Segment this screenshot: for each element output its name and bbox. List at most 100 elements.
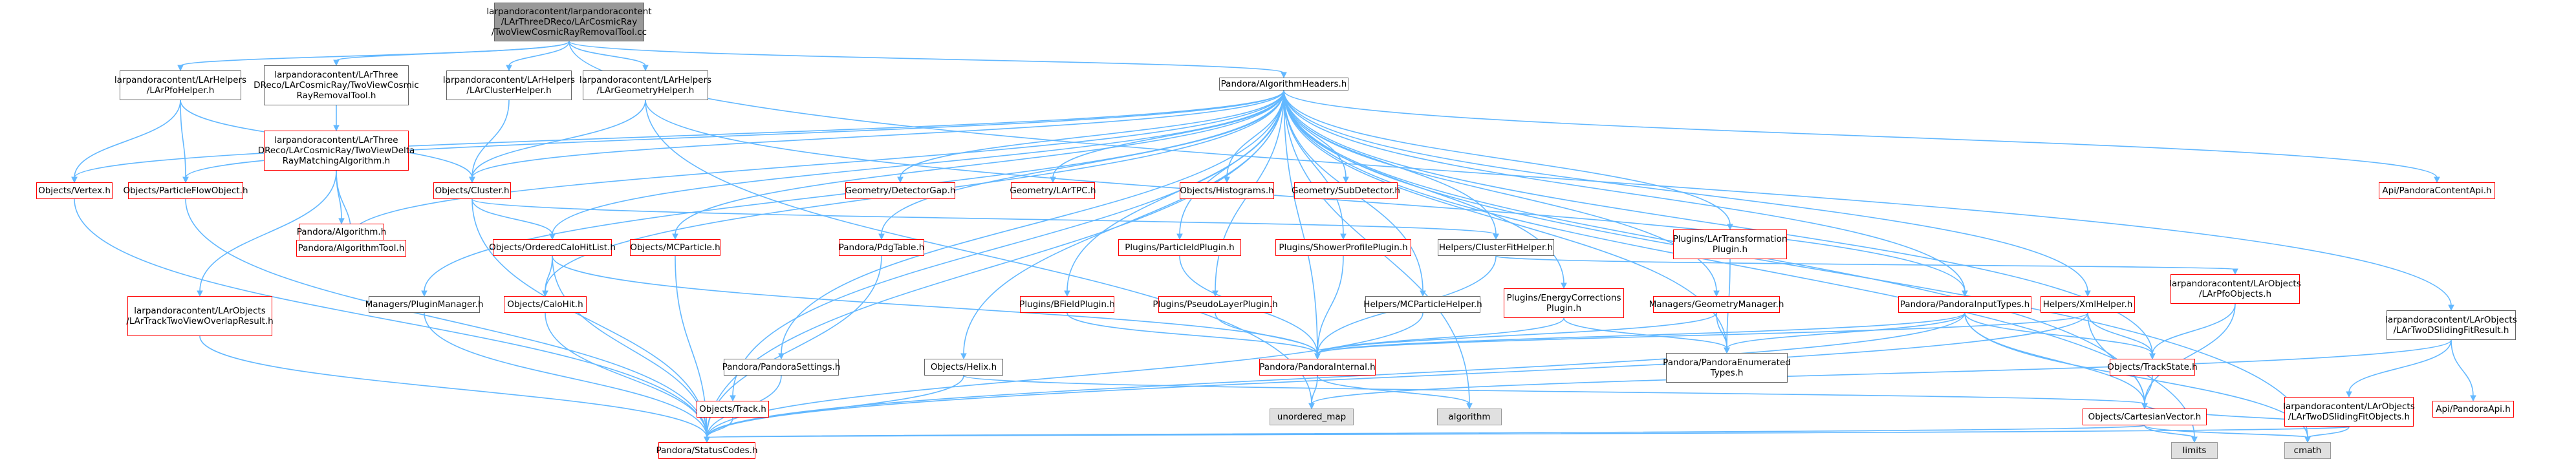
graph-node-sub-det[interactable]: Geometry/SubDetector.h <box>1292 182 1400 199</box>
edge-arrowhead <box>704 436 710 443</box>
graph-node-energy-corr[interactable]: Plugins/EnergyCorrections Plugin.h <box>1504 288 1624 318</box>
graph-node-pfo-flow[interactable]: Objects/ParticleFlowObject.h <box>123 182 248 199</box>
node-label: unordered_map <box>1277 412 1347 422</box>
graph-node-calo-hit[interactable]: Objects/CaloHit.h <box>504 296 587 313</box>
edge-algHeaders-to-pdgTable <box>881 90 1284 235</box>
graph-node-cartesian[interactable]: Objects/CartesianVector.h <box>2083 409 2207 425</box>
edge-pandoraInternal-to-unorderedMap <box>1311 375 1318 405</box>
edge-arrowhead <box>960 353 967 360</box>
graph-node-shower-profile[interactable]: Plugins/ShowerProfilePlugin.h <box>1275 239 1411 256</box>
node-label: Objects/CaloHit.h <box>507 299 583 310</box>
graph-node-pandora-settings[interactable]: Pandora/PandoraSettings.h <box>722 359 840 376</box>
graph-node-cluster-helper[interactable]: larpandoracontent/LArHelpers /LArCluster… <box>442 70 576 100</box>
node-label: larpandoracontent/LArHelpers /LArGeometr… <box>579 75 712 96</box>
edge-arrowhead <box>2084 290 2091 297</box>
node-label: Objects/TrackState.h <box>2107 362 2198 372</box>
graph-node-api-content[interactable]: Api/PandoraContentApi.h <box>2379 182 2495 199</box>
graph-node-enum-types[interactable]: Pandora/PandoraEnumerated Types.h <box>1663 353 1791 383</box>
graph-node-ordered-calo[interactable]: Objects/OrderedCaloHitList.h <box>489 239 616 256</box>
graph-node-mc-particle-helper[interactable]: Helpers/MCParticleHelper.h <box>1363 296 1482 313</box>
edge-arrowhead <box>2448 304 2454 312</box>
edge-algHeaders-to-algTool <box>351 90 1284 236</box>
edge-arrowhead <box>1314 353 1321 360</box>
node-label: larpandoracontent/LArThree DReco/LArCosm… <box>257 135 415 166</box>
graph-node-unordered-map[interactable]: unordered_map <box>1270 409 1354 425</box>
node-label: Objects/OrderedCaloHitList.h <box>489 242 616 253</box>
edge-algHeaders-to-inputTypes <box>1283 90 1965 292</box>
node-label: Api/PandoraApi.h <box>2436 404 2511 414</box>
graph-node-algorithm-std[interactable]: algorithm <box>1437 409 1502 425</box>
graph-node-pandora-api[interactable]: Api/PandoraApi.h <box>2432 401 2514 418</box>
node-label: larpandoracontent/LArObjects /LArTwoDSli… <box>2385 315 2517 335</box>
edge-algHeaders-to-vertex <box>74 90 1284 178</box>
graph-node-mc-particle[interactable]: Objects/MCParticle.h <box>630 239 720 256</box>
edge-trackTwoView-to-statusCodes <box>199 335 708 438</box>
graph-node-det-gap[interactable]: Geometry/DetectorGap.h <box>845 182 955 199</box>
graph-node-cmath[interactable]: cmath <box>2284 442 2331 459</box>
graph-node-alg-tool[interactable]: Pandora/AlgorithmTool.h <box>296 240 406 257</box>
graph-node-cluster-fit-helper[interactable]: Helpers/ClusterFitHelper.h <box>1438 239 1554 256</box>
edge-clusterFitHelper-to-larPfoObjects <box>1495 255 2236 270</box>
edge-arrowhead <box>182 176 189 184</box>
edge-arrowhead <box>1466 403 1473 410</box>
graph-node-input-types[interactable]: Pandora/PandoraInputTypes.h <box>1898 296 2031 313</box>
node-label: Pandora/Algorithm.h <box>296 227 387 237</box>
graph-node-helix[interactable]: Objects/Helix.h <box>924 359 1003 376</box>
graph-node-track-two-view[interactable]: larpandoracontent/LArObjects /LArTrackTw… <box>126 296 274 336</box>
edge-twoDSlidingFitObjects-to-statusCodes <box>706 426 2350 438</box>
edge-algHeaders-to-limits <box>1283 90 2195 438</box>
graph-node-two-d-sliding-res[interactable]: larpandoracontent/LArObjects /LArTwoDSli… <box>2385 310 2517 340</box>
graph-node-lartpc[interactable]: Geometry/LArTPC.h <box>1010 182 1096 199</box>
edge-arrowhead <box>897 176 904 184</box>
edge-arrowhead <box>878 233 885 240</box>
graph-node-root[interactable]: larpandoracontent/larpandoracontent /LAr… <box>486 3 652 41</box>
graph-node-status-codes[interactable]: Pandora/StatusCodes.h <box>656 442 758 459</box>
graph-node-cluster[interactable]: Objects/Cluster.h <box>433 182 511 199</box>
edge-xmlHelper-to-statusCodes <box>706 312 2088 438</box>
graph-node-particle-id-plugin[interactable]: Plugins/ParticleIdPlugin.h <box>1118 239 1241 256</box>
graph-node-geom-helper[interactable]: larpandoracontent/LArHelpers /LArGeometr… <box>579 70 711 100</box>
graph-node-xml-helper[interactable]: Helpers/XmlHelper.h <box>2040 296 2135 313</box>
graph-node-lar-pfo-objects[interactable]: larpandoracontent/LArObjects /LArPfoObje… <box>2169 274 2301 304</box>
graph-node-tool_h[interactable]: larpandoracontent/LArThree DReco/LArCosm… <box>254 65 419 105</box>
edge-arrowhead <box>421 290 428 297</box>
edge-helix-to-statusCodes <box>706 375 964 438</box>
graph-node-plugin-manager[interactable]: Managers/PluginManager.h <box>365 296 483 313</box>
node-label: cmath <box>2293 445 2322 456</box>
edge-pfoHelper-to-pfoFlow <box>180 100 186 178</box>
graph-node-pandora-internal[interactable]: Pandora/PandoraInternal.h <box>1259 359 1376 376</box>
edge-arrowhead <box>197 290 203 297</box>
graph-node-track-state[interactable]: Objects/TrackState.h <box>2107 359 2198 376</box>
edge-root-to-algHeaders <box>568 41 1284 74</box>
graph-node-vertex[interactable]: Objects/Vertex.h <box>36 182 113 199</box>
graph-node-algorithm_h[interactable]: Pandora/Algorithm.h <box>296 224 387 240</box>
graph-node-histograms[interactable]: Objects/Histograms.h <box>1180 182 1274 199</box>
edge-xmlHelper-to-trackState <box>2087 312 2153 355</box>
node-label: Plugins/ParticleIdPlugin.h <box>1125 242 1235 253</box>
node-label: Objects/Track.h <box>699 404 766 414</box>
node-label: larpandoracontent/LArObjects /LArTrackTw… <box>126 306 274 326</box>
graph-node-delta-alg[interactable]: larpandoracontent/LArThree DReco/LArCosm… <box>258 131 415 171</box>
edge-pfoFlow-to-statusCodes <box>185 198 708 438</box>
edge-root-to-twoDSlidingRes <box>568 41 2452 306</box>
graph-node-pseudo-layer[interactable]: Plugins/PseudoLayerPlugin.h <box>1153 296 1278 313</box>
node-label: Plugins/BFieldPlugin.h <box>1019 299 1115 310</box>
graph-node-lartransformation[interactable]: Plugins/LArTransformation Plugin.h <box>1673 229 1787 259</box>
graph-node-two-d-sliding-fit-objects[interactable]: larpandoracontent/LArObjects /LArTwoDSli… <box>2283 397 2415 427</box>
edge-arrowhead <box>177 65 184 72</box>
edge-inputTypes-to-trackState <box>1964 312 2153 355</box>
edge-pseudoLayer-to-pandoraInternal <box>1215 312 1318 355</box>
edge-arrowhead <box>1050 176 1056 184</box>
graph-node-alg-headers[interactable]: Pandora/AlgorithmHeaders.h <box>1219 78 1348 90</box>
edge-arrowhead <box>506 65 512 72</box>
node-label: larpandoracontent/LArHelpers /LArCluster… <box>442 75 576 96</box>
edge-vertex-to-statusCodes <box>74 198 708 438</box>
graph-node-track[interactable]: Objects/Track.h <box>697 401 769 418</box>
edge-algHeaders-to-lartransformation <box>1283 90 1731 226</box>
graph-node-pdg-table[interactable]: Pandora/PdgTable.h <box>839 239 924 256</box>
edge-twoDSlidingRes-to-twoDSlidingFitObjects <box>2348 339 2452 393</box>
graph-node-limits[interactable]: limits <box>2171 442 2218 459</box>
graph-node-pfo-helper[interactable]: larpandoracontent/LArHelpers /LArPfoHelp… <box>114 70 246 100</box>
graph-node-bfield[interactable]: Plugins/BFieldPlugin.h <box>1019 296 1115 313</box>
graph-node-geom-manager[interactable]: Managers/GeometryManager.h <box>1649 296 1784 313</box>
